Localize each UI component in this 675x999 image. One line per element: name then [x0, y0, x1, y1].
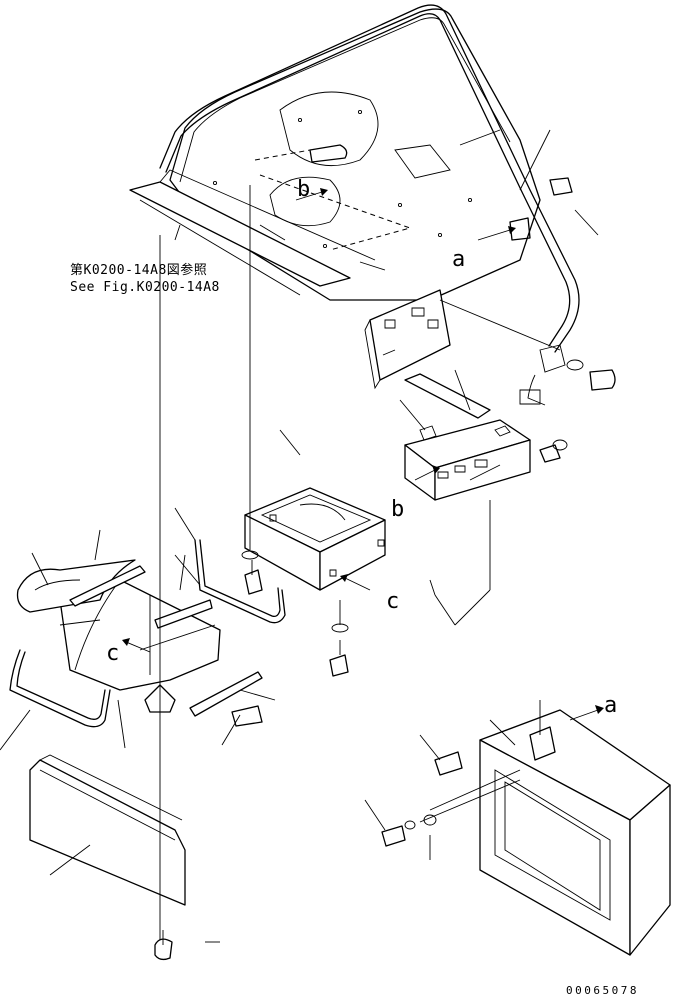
- seal-strips: [70, 566, 262, 716]
- view-label-c-mid: c: [386, 589, 399, 614]
- view-arrows: [122, 188, 604, 720]
- u-bent-rods: [10, 540, 285, 727]
- view-label-b-top: b: [297, 177, 310, 202]
- wiring-harness-tube: [160, 5, 579, 405]
- view-label-b-mid: b: [391, 497, 404, 522]
- document-number: 00065078: [566, 984, 639, 997]
- reference-note-jp: 第K0200-14A8図参照: [70, 263, 208, 278]
- leader-lines: [0, 130, 598, 942]
- reference-note: 第K0200-14A8図参照 See Fig.K0200-14A8: [70, 262, 220, 296]
- roof-panel: [170, 9, 540, 300]
- fasteners: [155, 145, 615, 959]
- base-tray: [245, 488, 385, 590]
- mount-plate: [405, 374, 490, 418]
- view-label-a-top: a: [452, 247, 465, 272]
- monitor-bracket: [365, 290, 450, 388]
- front-trim-strip: [130, 170, 375, 295]
- lower-cover-panel: [30, 755, 185, 905]
- view-label-a-detail: a: [604, 693, 617, 718]
- left-side-cover: [60, 580, 220, 690]
- half-pipe-cover: [18, 560, 136, 612]
- controller-box: [405, 420, 530, 500]
- reference-note-en: See Fig.K0200-14A8: [70, 280, 220, 295]
- view-label-c-left: c: [106, 641, 119, 666]
- detail-view-a-panel: [382, 710, 670, 955]
